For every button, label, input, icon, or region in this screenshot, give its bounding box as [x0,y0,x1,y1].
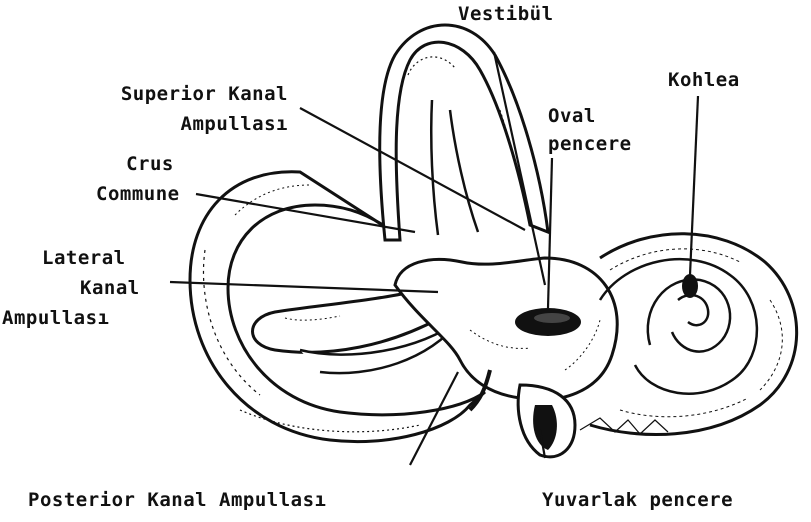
label-superior-line2: Ampullası [40,112,288,136]
label-crus-line1: Crus [90,152,210,176]
vestibule-body [395,258,617,400]
label-lateral-line1: Lateral [42,246,126,270]
leader-superior [300,108,525,230]
label-superior-line1: Superior Kanal [40,82,288,106]
superior-canal [380,25,548,240]
label-oval-line2: pencere [548,132,632,156]
label-lateral-line2: Kanal [80,276,140,300]
leader-kohlea [690,96,698,275]
label-yuvarlak: Yuvarlak pencere [542,488,733,512]
label-oval-line1: Oval [548,104,596,128]
label-lateral-line3: Ampullası [2,306,109,330]
label-vestibul: Vestibül [458,2,554,26]
label-crus-line2: Commune [96,182,180,206]
label-posterior: Posterior Kanal Ampullası [28,488,326,512]
label-kohlea: Kohlea [668,68,740,92]
